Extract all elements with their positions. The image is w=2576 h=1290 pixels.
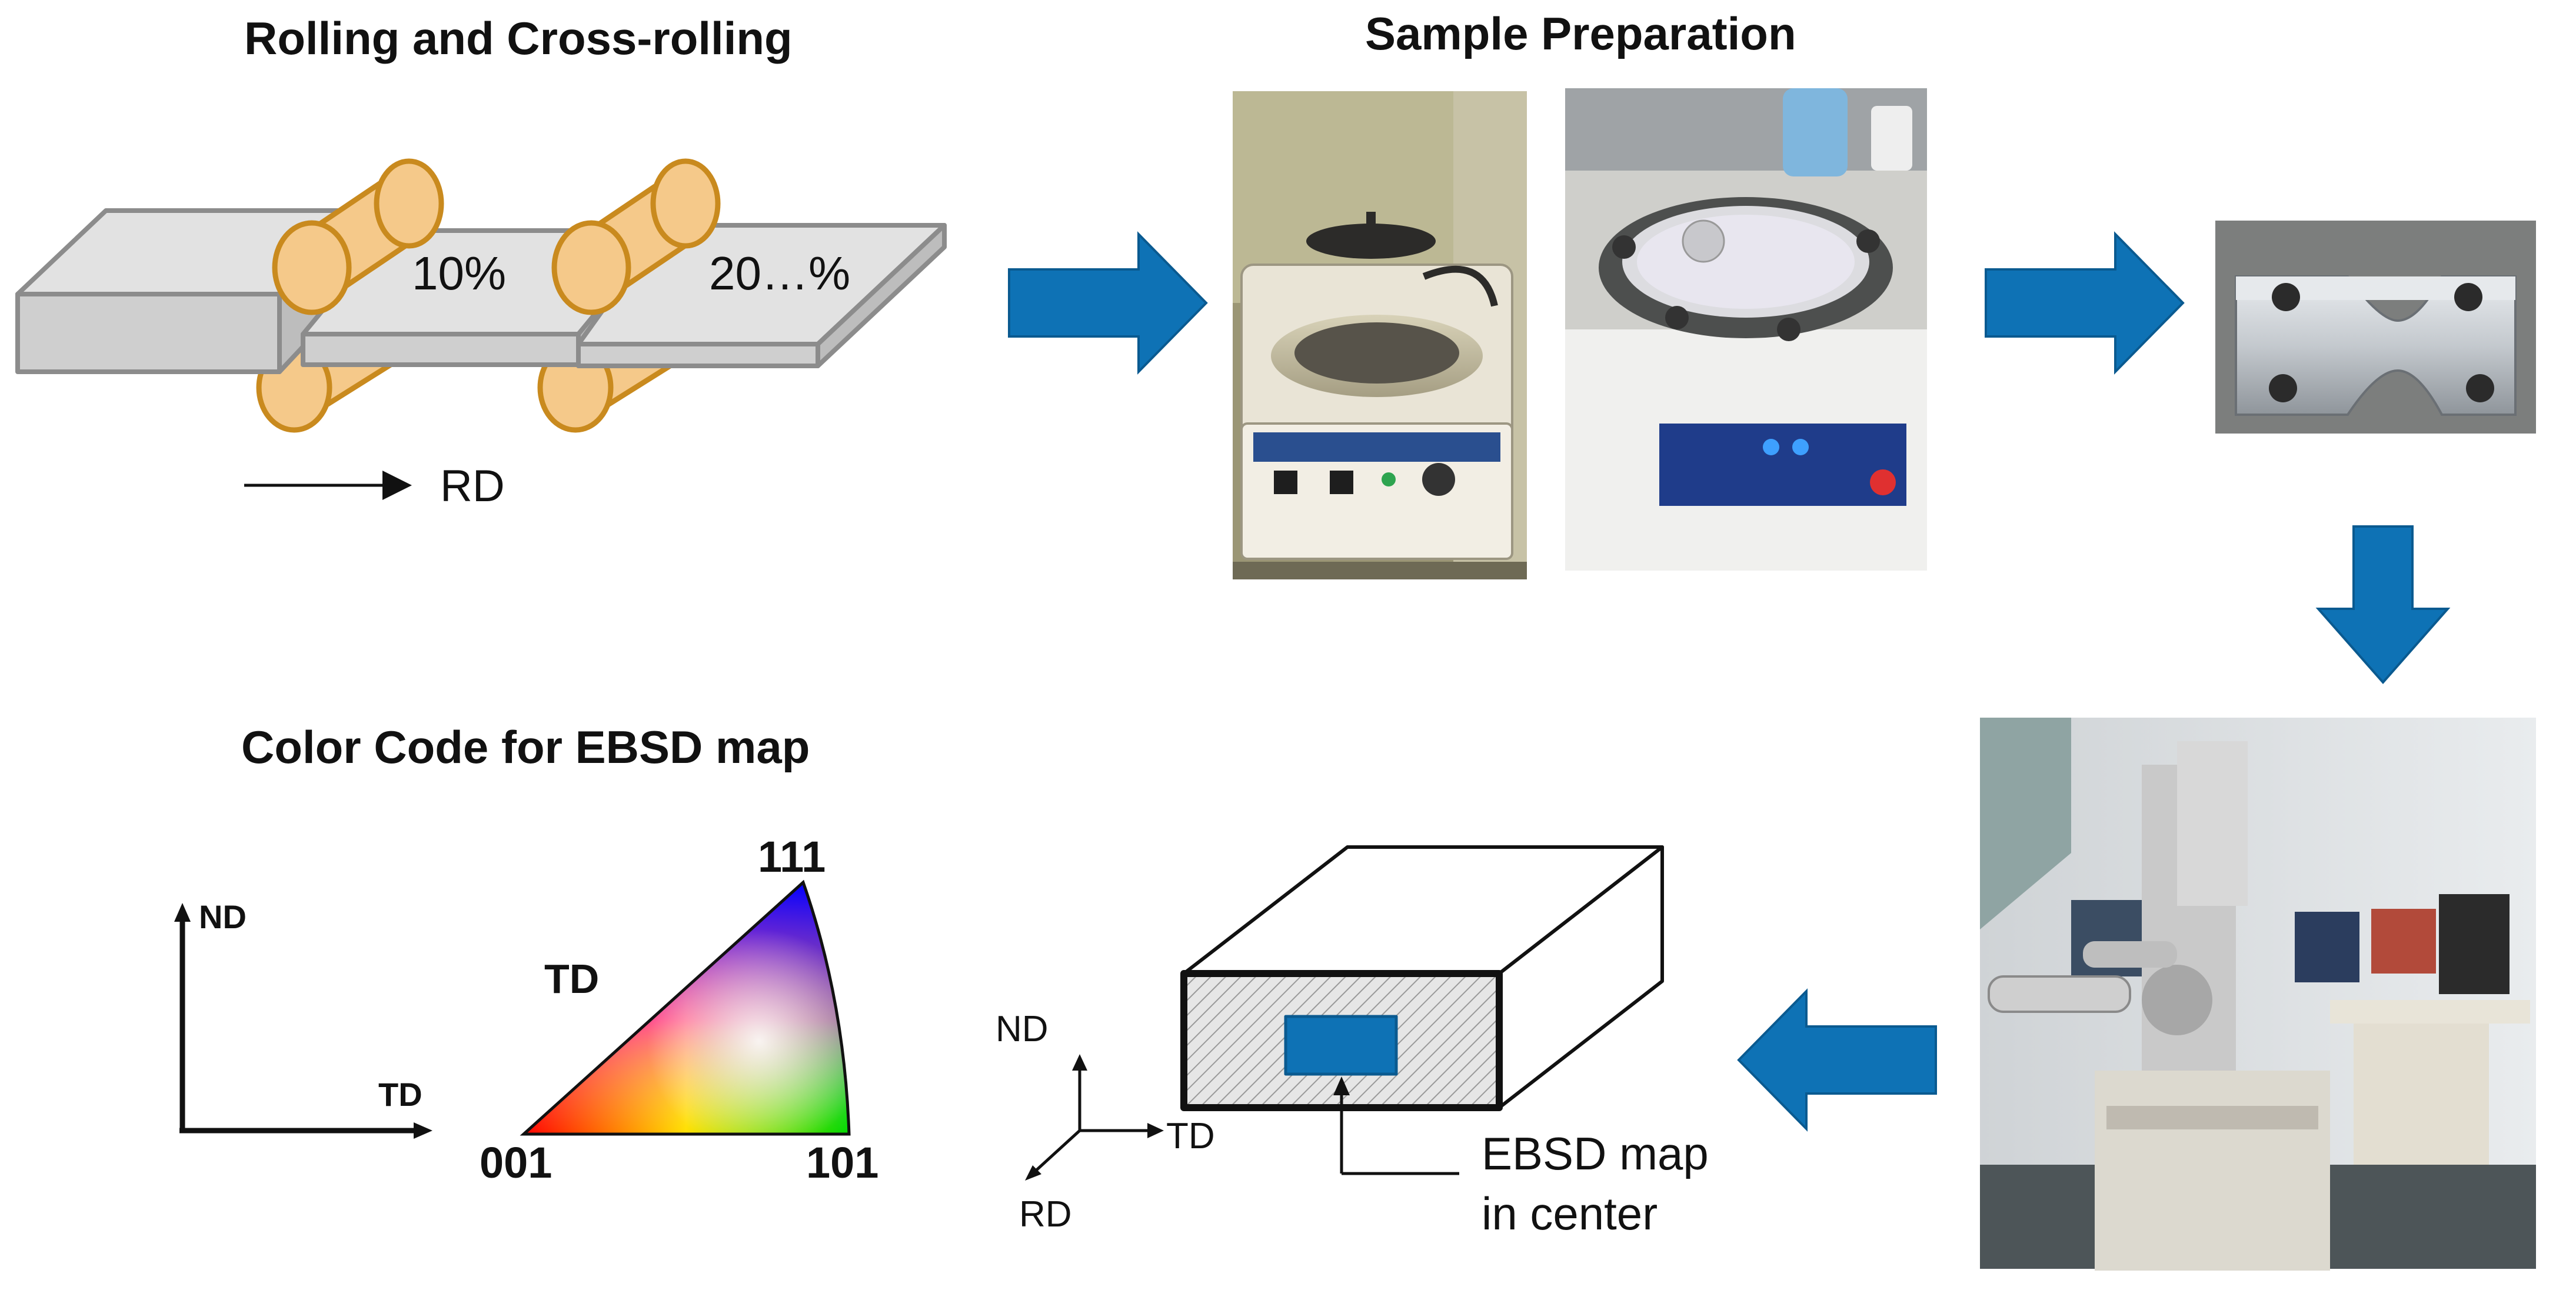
callout-text-line2: in center [1482, 1188, 1658, 1239]
rolling-diagram: 10% 20…% RD [15, 158, 947, 511]
title-rolling: Rolling and Cross-rolling [244, 12, 793, 64]
ipf-triangle [520, 879, 851, 1136]
specimen-block [1180, 845, 1664, 1111]
callout-text-line1: EBSD map [1482, 1128, 1709, 1179]
flow-arrow-1 [1008, 231, 1208, 375]
flow-arrow-down [2315, 525, 2451, 685]
axes-left [174, 903, 432, 1139]
photo-grinder [1233, 91, 1527, 579]
photo-sem [1980, 718, 2536, 1271]
label-001: 001 [480, 1138, 552, 1187]
label-specimen-nd: ND [996, 1009, 1049, 1049]
label-specimen-rd: RD [1019, 1194, 1072, 1235]
label-ipf-td: TD [544, 956, 599, 1002]
flow-arrow-left [1737, 988, 1937, 1132]
axes-specimen [1025, 1054, 1164, 1181]
callout-line [1333, 1076, 1459, 1175]
label-20-percent: 20…% [709, 247, 850, 299]
label-specimen-td: TD [1166, 1116, 1215, 1156]
plate-20-percent [576, 223, 947, 368]
upper-roller-2 [551, 158, 721, 315]
label-rd: RD [440, 461, 505, 511]
label-101: 101 [806, 1138, 878, 1187]
title-color-code: Color Code for EBSD map [241, 721, 810, 773]
upper-roller-1 [272, 158, 444, 315]
title-sample-preparation: Sample Preparation [1365, 8, 1796, 59]
flow-arrow-2 [1985, 231, 2185, 375]
ebsd-map-region [1284, 1015, 1398, 1076]
photo-vibratory-polisher [1565, 88, 1927, 571]
label-10-percent: 10% [412, 247, 506, 299]
label-axis-td: TD [378, 1076, 422, 1113]
label-111: 111 [758, 832, 826, 881]
photo-sample-holder [2215, 221, 2536, 434]
label-axis-nd: ND [199, 898, 247, 935]
